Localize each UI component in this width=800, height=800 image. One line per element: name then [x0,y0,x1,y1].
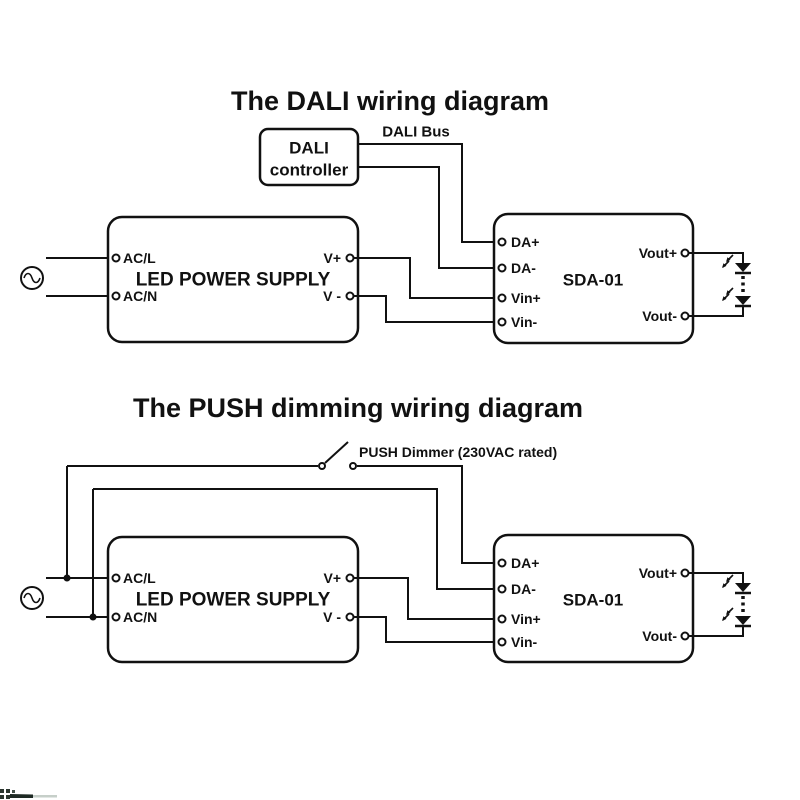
ac-n-label: AC/N [123,288,157,304]
push-diagram-title: The PUSH dimming wiring diagram [133,393,583,423]
switch-icon [318,441,357,470]
vout-minus-wire [689,626,744,637]
v-minus-to-vin-minus-wire [354,295,498,323]
switch-to-da-plus-wire [357,465,498,564]
terminal-vin-minus [497,637,507,647]
ac-l-label: AC/L [123,250,156,266]
ac-source-icon [20,586,44,610]
led-power-supply-label: LED POWER SUPPLY [136,270,331,291]
da-minus-label: DA- [511,260,536,276]
terminal-v-plus [345,573,355,583]
sda01-box [492,533,695,664]
vout-minus-wire [689,306,744,317]
vout-minus-label: Vout- [642,628,677,644]
terminal-vout-plus [680,568,690,578]
led-icon [720,573,753,595]
dali-bus-label: DALI Bus [382,124,450,141]
vin-plus-label: Vin+ [511,611,541,627]
terminal-da-plus [497,558,507,568]
terminal-da-plus [497,237,507,247]
sda01-label: SDA-01 [563,591,623,610]
scan-artifact [0,789,57,799]
da-plus-label: DA+ [511,234,539,250]
dali-diagram-title: The DALI wiring diagram [231,86,549,116]
led-power-supply-box [106,215,360,344]
terminal-v-minus [345,612,355,622]
dali-bus-wire-da-minus [358,166,498,269]
terminal-v-minus [345,291,355,301]
led-power-supply-box [106,535,360,664]
terminal-vout-minus [680,631,690,641]
terminal-da-minus [497,584,507,594]
v-minus-label: V - [323,609,341,625]
ac-n-label: AC/N [123,609,157,625]
neutral-to-da-minus-wire [93,488,498,590]
led-icon [720,253,753,275]
da-plus-label: DA+ [511,555,539,571]
vin-minus-label: Vin- [511,634,538,650]
terminal-vout-plus [680,248,690,258]
terminal-da-minus [497,263,507,273]
dali-controller-label-line2: controller [270,161,349,180]
v-minus-to-vin-minus-wire [354,616,498,643]
v-plus-label: V+ [323,570,341,586]
v-plus-to-vin-plus-wire [354,257,498,299]
sda01-box [492,212,695,345]
v-plus-label: V+ [323,250,341,266]
terminal-vin-plus [497,614,507,624]
terminal-ac-l [111,253,121,263]
terminal-vin-plus [497,293,507,303]
vout-plus-label: Vout+ [639,565,677,581]
dali-controller-box [258,127,360,187]
dali-bus-wire-da-plus [358,143,498,243]
ac-source-icon [20,266,44,290]
dali-wiring-diagram: The DALI wiring diagram DALI controller … [20,86,753,345]
ac-l-label: AC/L [123,570,156,586]
v-minus-label: V - [323,288,341,304]
led-icon [720,286,753,308]
vout-plus-wire [689,252,744,263]
led-power-supply-label: LED POWER SUPPLY [136,590,331,611]
terminal-vin-minus [497,317,507,327]
terminal-v-plus [345,253,355,263]
led-icon [720,606,753,628]
push-dimmer-label: PUSH Dimmer (230VAC rated) [359,444,557,460]
terminal-vout-minus [680,311,690,321]
da-minus-label: DA- [511,581,536,597]
vin-minus-label: Vin- [511,314,538,330]
v-plus-to-vin-plus-wire [354,577,498,620]
vout-plus-wire [689,572,744,583]
dali-controller-label-line1: DALI [289,139,329,158]
vin-plus-label: Vin+ [511,290,541,306]
vout-minus-label: Vout- [642,308,677,324]
terminal-ac-n [111,612,121,622]
terminal-ac-n [111,291,121,301]
vout-plus-label: Vout+ [639,245,677,261]
push-dimming-diagram: The PUSH dimming wiring diagram PUSH Dim… [20,393,753,664]
sda01-label: SDA-01 [563,271,623,290]
terminal-ac-l [111,573,121,583]
